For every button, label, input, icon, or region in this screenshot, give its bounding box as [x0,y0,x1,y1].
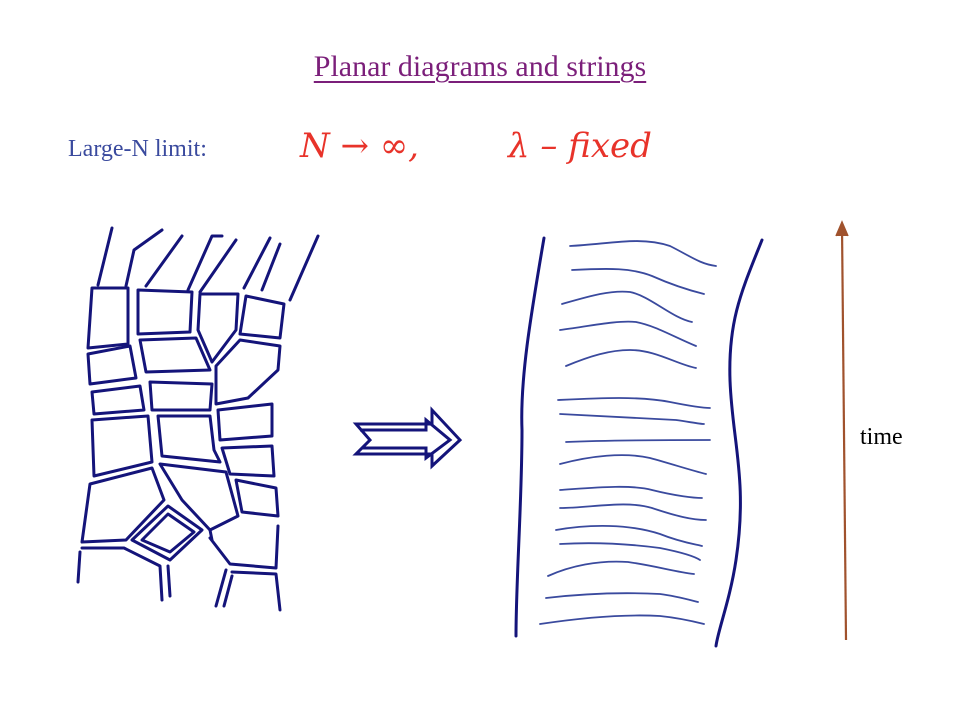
time-axis-label: time [860,424,903,450]
string-bits [539,240,717,625]
page-title: Planar diagrams and strings [313,50,647,83]
lambda-fixed-formula: λ – fixed [508,126,652,166]
n-to-infinity-formula: N → ∞, [300,126,419,166]
string-worldsheet [514,236,764,648]
time-arrow [835,220,849,641]
large-n-limit-label: Large-N limit: [68,136,207,162]
planar-diagram [76,226,320,612]
implication-arrow [352,406,463,470]
